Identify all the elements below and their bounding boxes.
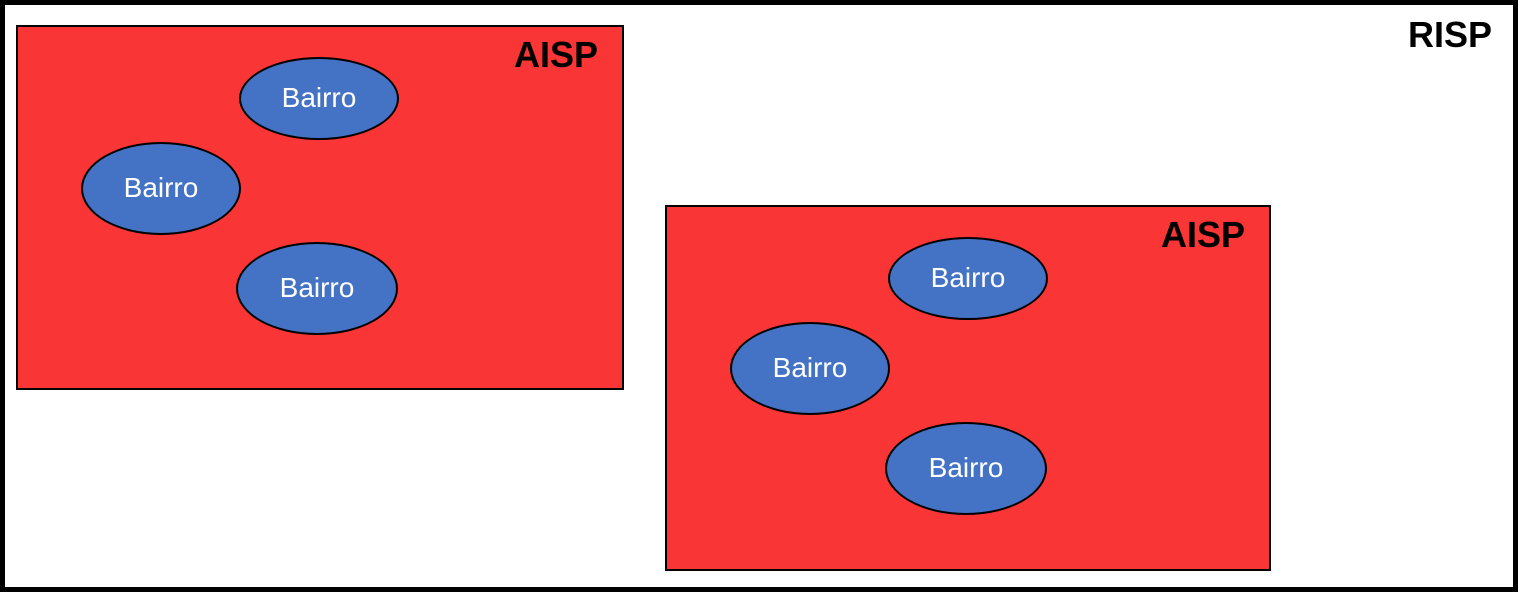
- bairro-label: Bairro: [772, 351, 848, 383]
- bairro-label: Bairro: [928, 451, 1004, 483]
- aisp-label: AISP: [1160, 214, 1245, 255]
- aisp-label: AISP: [513, 34, 598, 75]
- bairro-label: Bairro: [123, 171, 199, 203]
- bairro-label: Bairro: [279, 271, 355, 303]
- bairro-ellipse: Bairro: [81, 142, 241, 235]
- bairro-label: Bairro: [281, 81, 357, 113]
- bairro-ellipse: Bairro: [888, 237, 1048, 320]
- risp-label: RISP: [1407, 14, 1492, 55]
- bairro-ellipse: Bairro: [236, 242, 398, 335]
- bairro-ellipse: Bairro: [239, 57, 399, 140]
- bairro-ellipse: Bairro: [730, 322, 890, 415]
- bairro-label: Bairro: [930, 261, 1006, 293]
- aisp-region-1: AISP Bairro Bairro Bairro: [16, 25, 624, 390]
- aisp-region-2: AISP Bairro Bairro Bairro: [665, 205, 1271, 571]
- bairro-ellipse: Bairro: [885, 422, 1047, 515]
